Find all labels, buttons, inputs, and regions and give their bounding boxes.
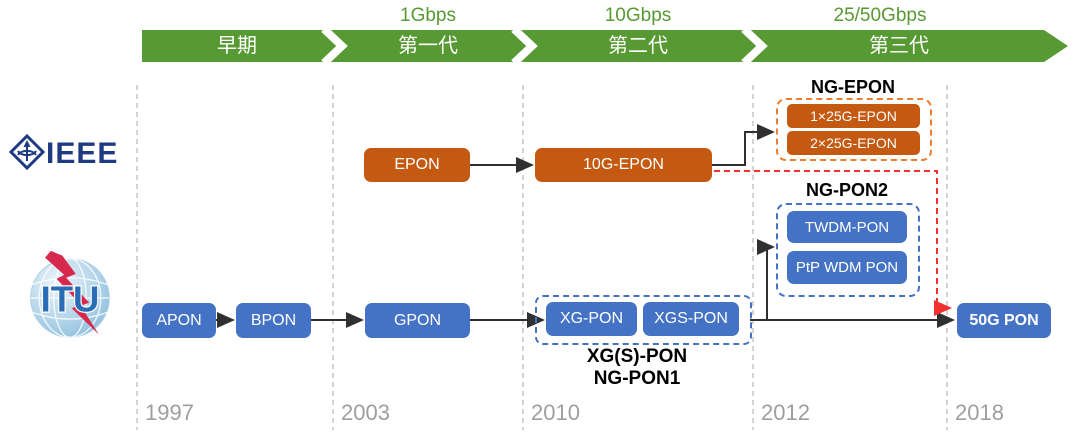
ng-pon1-label: NG-PON1 bbox=[593, 368, 681, 389]
2x25g-epon-node: 2×25G-EPON bbox=[787, 131, 920, 155]
ng-epon-title: NG-EPON bbox=[810, 77, 895, 97]
xg-pon-node: XG-PON bbox=[546, 302, 637, 336]
ieee-diamond-icon bbox=[8, 133, 46, 171]
year-label-2012: 2012 bbox=[761, 400, 810, 425]
speed-label-25-50gbps: 25/50Gbps bbox=[833, 5, 927, 26]
itu-lightning-icon bbox=[45, 250, 99, 335]
ng-epon-group bbox=[776, 98, 932, 161]
epon-node: EPON bbox=[364, 148, 470, 182]
itu-globe-icon bbox=[30, 250, 110, 338]
itu-wordmark: ITU bbox=[41, 278, 100, 319]
50g-pon-node: 50G PON bbox=[957, 303, 1051, 338]
apon-node: APON bbox=[142, 303, 216, 338]
ptp-wdm-pon-node: PtP WDM PON bbox=[787, 251, 907, 284]
twdm-pon-node: TWDM-PON bbox=[787, 211, 907, 243]
generation-label-gen3: 第三代 bbox=[869, 35, 929, 57]
ng-pon2-title: NG-PON2 bbox=[805, 180, 888, 200]
year-label-2018: 2018 bbox=[955, 400, 1004, 425]
10g-epon-node: 10G-EPON bbox=[535, 148, 712, 182]
timeline-gridlines bbox=[136, 85, 948, 430]
ng-pon2-group bbox=[776, 203, 920, 297]
ieee-wordmark: IEEE bbox=[46, 137, 118, 170]
ieee-logo: IEEE bbox=[8, 132, 120, 177]
speed-label-10gbps: 10Gbps bbox=[604, 5, 672, 26]
generation-label-gen1: 第一代 bbox=[398, 35, 458, 57]
generation-label-early: 早期 bbox=[217, 35, 257, 57]
gpon-node: GPON bbox=[365, 303, 470, 338]
xgs-pon-node: XGS-PON bbox=[643, 302, 739, 336]
1x25g-epon-node: 1×25G-EPON bbox=[787, 104, 920, 128]
black-connectors bbox=[216, 124, 955, 328]
year-label-2010: 2010 bbox=[531, 400, 580, 425]
red-dashed-connector bbox=[714, 170, 952, 316]
bpon-node: BPON bbox=[236, 303, 311, 338]
itu-logo: ITU bbox=[22, 248, 118, 349]
speed-label-1gbps: 1Gbps bbox=[400, 5, 456, 26]
xgs-pon-label: XG(S)-PON bbox=[586, 346, 688, 367]
generation-label-gen2: 第二代 bbox=[608, 35, 668, 57]
year-label-2003: 2003 bbox=[341, 400, 390, 425]
year-label-1997: 1997 bbox=[145, 400, 194, 425]
